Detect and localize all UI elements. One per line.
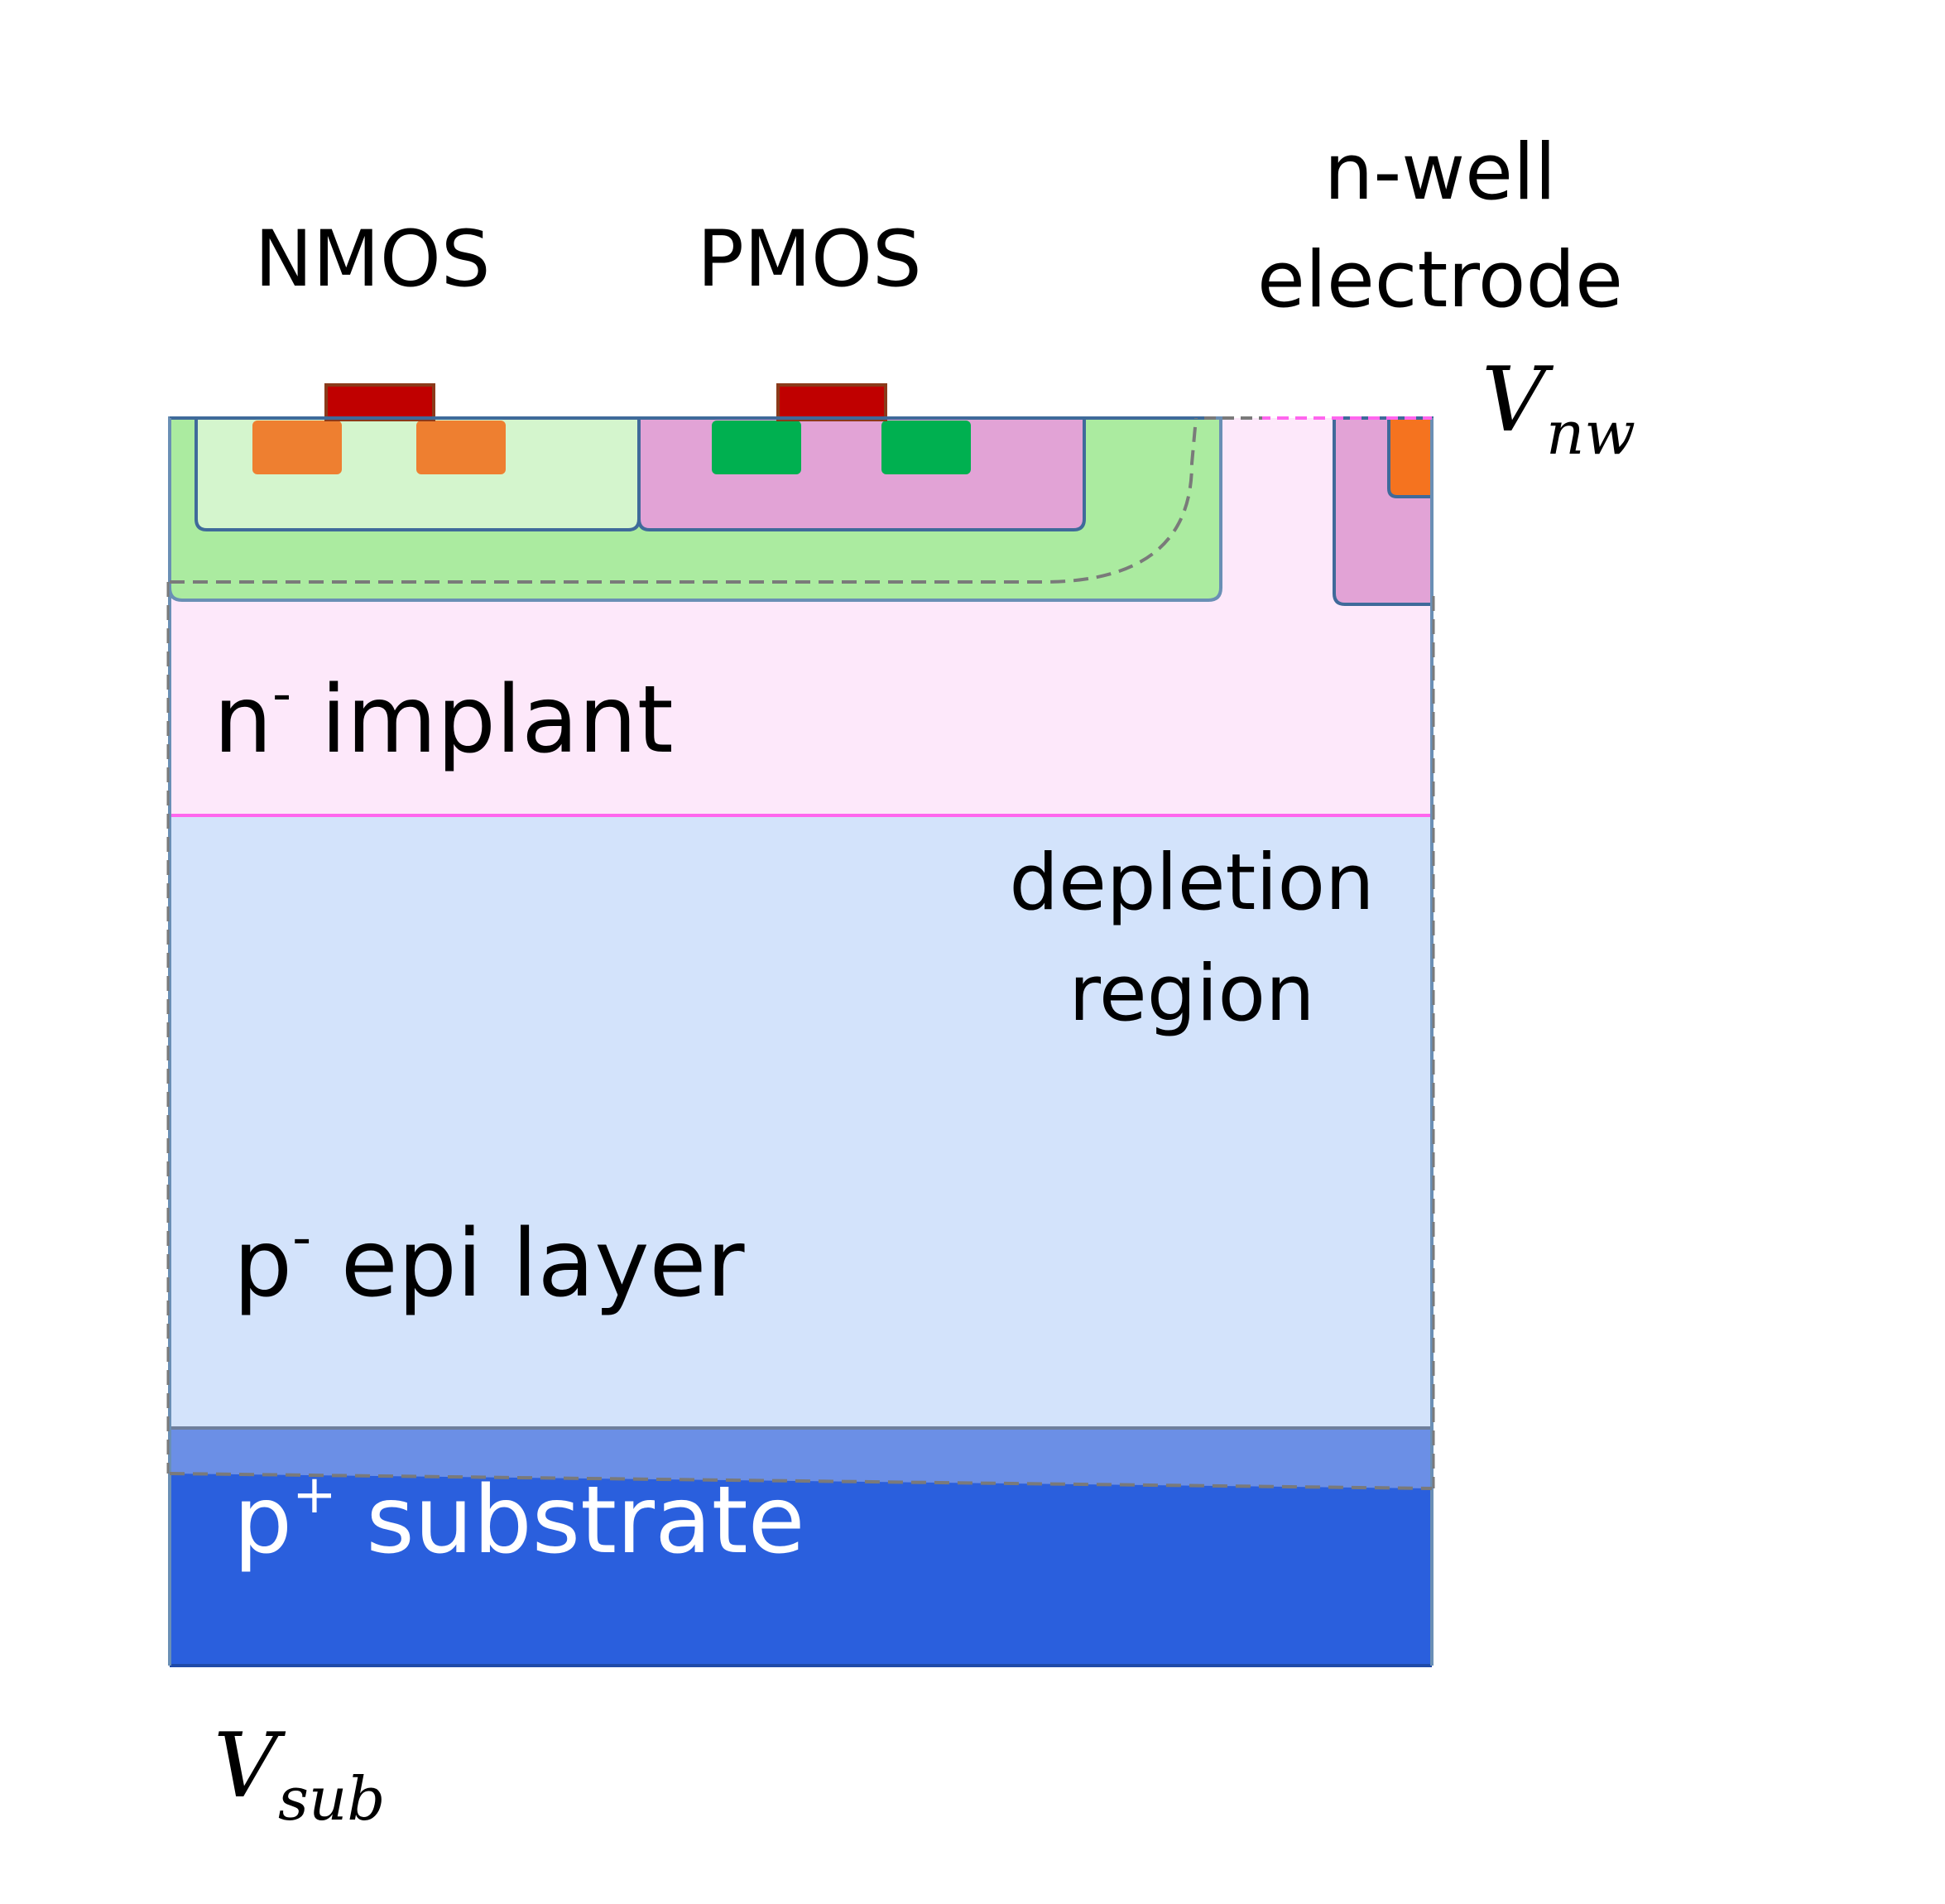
n-implant-superscript: - — [272, 664, 291, 725]
v-sub-label: Vsub — [214, 1714, 385, 1834]
p-substrate-label: p+ substrate — [233, 1464, 805, 1575]
p-substrate-superscript: + — [292, 1464, 337, 1526]
p-epi-superscript: - — [292, 1208, 311, 1269]
p-substrate-base: p — [233, 1467, 292, 1575]
pmos-drain — [881, 421, 971, 474]
nwell-electrode-label-line2: electrode — [1257, 235, 1623, 325]
p-epi-base: p — [233, 1210, 292, 1318]
nmos-gate — [324, 383, 435, 421]
nwell-electrode-label-line1: n-well — [1324, 127, 1556, 218]
p-epi-rest: epi layer — [311, 1210, 745, 1318]
p-plus-substrate — [170, 1474, 1432, 1666]
depletion-boundary-bottom — [169, 1472, 1433, 1490]
depletion-region-label-line1: depletion — [1009, 838, 1374, 928]
v-nw-subscript: nw — [1546, 398, 1635, 468]
v-nw-base: V — [1482, 349, 1554, 452]
v-nw-label: Vnw — [1482, 349, 1635, 468]
p-epi-label: p- epi layer — [233, 1208, 745, 1318]
nmos-source — [252, 421, 342, 474]
p-substrate-rest: substrate — [337, 1467, 805, 1575]
pmos-gate — [776, 383, 887, 421]
pmos-label: PMOS — [697, 214, 921, 305]
pmos-n-well — [637, 416, 1086, 531]
v-sub-base: V — [214, 1714, 286, 1818]
pmos-source — [712, 421, 801, 474]
n-implant-rest: implant — [291, 666, 674, 774]
v-sub-subscript: sub — [278, 1764, 385, 1834]
p-epi-layer — [170, 815, 1432, 1428]
depletion-region-label-line2: region — [1069, 949, 1314, 1039]
n-implant-base: n — [214, 666, 272, 774]
nmos-drain — [416, 421, 506, 474]
nwell-electrode-contact — [1387, 416, 1434, 498]
n-implant-label: n- implant — [214, 664, 674, 774]
nmos-label: NMOS — [254, 214, 490, 305]
depletion-boundary — [170, 417, 1198, 584]
